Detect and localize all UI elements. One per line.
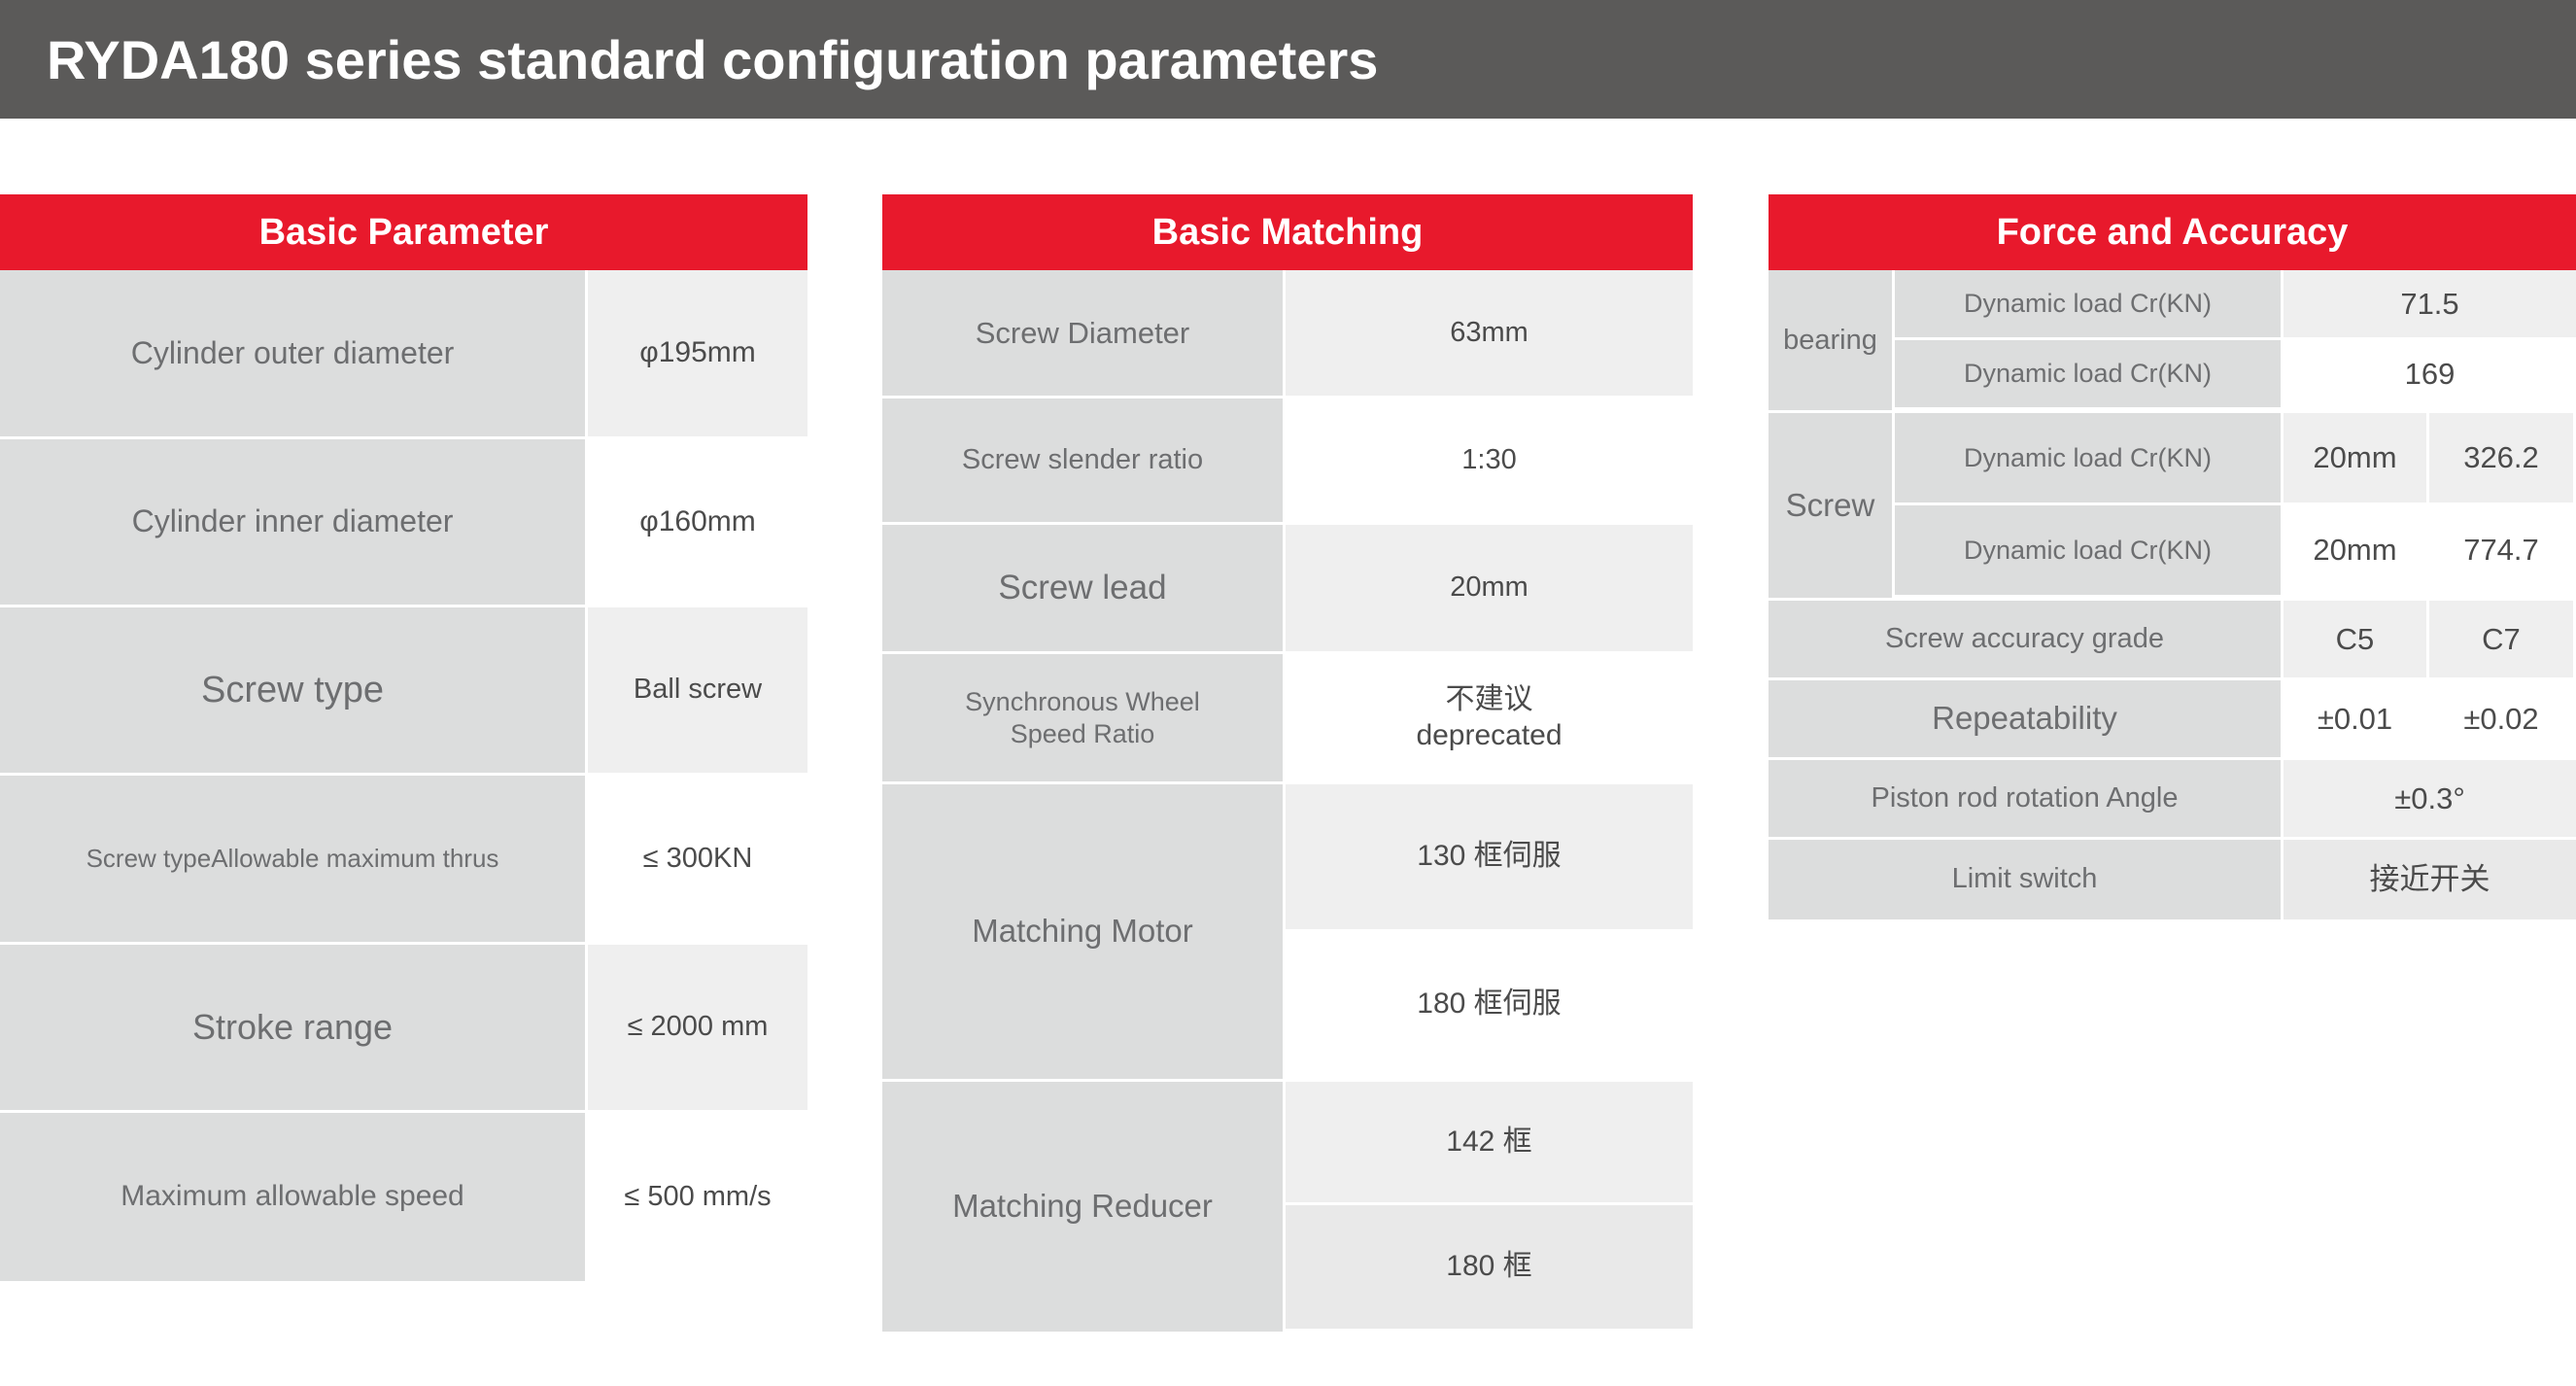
row-label: Screw lead [882,525,1286,654]
row-value-b: ±0.02 [2429,680,2573,760]
row-value: 1:30 [1286,398,1693,525]
row-label: Stroke range [0,945,588,1113]
group-label: Screw [1769,413,1895,601]
row-value: 63mm [1286,270,1693,398]
row-label: Repeatability [1769,680,2284,760]
table-row: Limit switch 接近开关 [1769,840,2576,919]
row-label: Piston rod rotation Angle [1769,760,2284,840]
row-label: Dynamic load Cr(KN) [1895,270,2284,340]
table-header-basic-matching: Basic Matching [882,194,1693,270]
table-group-bearing: bearing Dynamic load Cr(KN) 71.5 Dynamic… [1769,270,2576,413]
table-body-basic-matching: Screw Diameter 63mm Screw slender ratio … [882,270,1693,1332]
table-row: Screw slender ratio 1:30 [882,398,1693,525]
row-label: Dynamic load Cr(KN) [1895,340,2284,410]
row-value: 71.5 [2284,270,2576,340]
row-value: Ball screw [588,607,807,776]
table-row: Dynamic load Cr(KN) 71.5 [1895,270,2576,340]
group-label: bearing [1769,270,1895,413]
row-value-a: 20mm [2284,413,2429,505]
page-title-rest: series standard configuration parameters [290,28,1379,90]
table-force-and-accuracy: Force and Accuracy bearing Dynamic load … [1769,194,2576,919]
table-row: Repeatability ±0.01 ±0.02 [1769,680,2576,760]
page-title-bar: RYDA180 series standard configuration pa… [0,0,2576,119]
table-row: Piston rod rotation Angle ±0.3° [1769,760,2576,840]
table-row: Dynamic load Cr(KN) 20mm 774.7 [1895,505,2576,598]
row-label: Matching Motor [882,784,1286,1082]
table-row: Screw accuracy grade C5 C7 [1769,601,2576,680]
row-value: ≤ 2000 mm [588,945,807,1113]
row-value: 接近开关 [2284,840,2576,919]
group-rows: Dynamic load Cr(KN) 20mm 326.2 Dynamic l… [1895,413,2576,601]
row-value: ≤ 300KN [588,776,807,945]
row-value-b: C7 [2429,601,2573,680]
row-value-line2: deprecated [1416,718,1563,751]
row-label: Maximum allowable speed [0,1113,588,1281]
table-row: Screw typeAllowable maximum thrus ≤ 300K… [0,776,807,945]
row-label: Screw typeAllowable maximum thrus [0,776,588,945]
row-value-group: 142 框 180 框 [1286,1082,1693,1332]
row-value-a: ±0.01 [2284,680,2429,760]
row-label: Dynamic load Cr(KN) [1895,505,2284,598]
table-row: Dynamic load Cr(KN) 169 [1895,340,2576,410]
table-row: Dynamic load Cr(KN) 20mm 326.2 [1895,413,2576,505]
table-row: Maximum allowable speed ≤ 500 mm/s [0,1113,807,1281]
row-label: Cylinder outer diameter [0,270,588,439]
row-label: Screw Diameter [882,270,1286,398]
row-value: 20mm [1286,525,1693,654]
row-label-line1: Synchronous Wheel [965,686,1200,716]
table-row: Cylinder inner diameter φ160mm [0,439,807,607]
row-value-group: 130 框伺服 180 框伺服 [1286,784,1693,1082]
row-value: 180 框 [1286,1205,1693,1329]
row-label: Limit switch [1769,840,2284,919]
table-row: Screw Diameter 63mm [882,270,1693,398]
row-value: 169 [2284,340,2576,410]
row-value: φ160mm [588,439,807,607]
table-body-force-and-accuracy: bearing Dynamic load Cr(KN) 71.5 Dynamic… [1769,270,2576,919]
row-value-line1: 不建议 [1445,682,1533,715]
row-value-b: 326.2 [2429,413,2573,505]
group-rows: Dynamic load Cr(KN) 71.5 Dynamic load Cr… [1895,270,2576,413]
row-value: 180 框伺服 [1286,932,1693,1079]
row-label: Dynamic load Cr(KN) [1895,413,2284,505]
page-title-model: RYDA180 [47,28,291,90]
row-label: Synchronous Wheel Speed Ratio [882,654,1286,784]
row-label: Screw accuracy grade [1769,601,2284,680]
table-row: Matching Motor 130 框伺服 180 框伺服 [882,784,1693,1082]
table-basic-parameter: Basic Parameter Cylinder outer diameter … [0,194,807,1281]
table-row: Synchronous Wheel Speed Ratio 不建议 deprec… [882,654,1693,784]
row-value-a: 20mm [2284,505,2429,598]
table-row: Screw type Ball screw [0,607,807,776]
table-group-screw: Screw Dynamic load Cr(KN) 20mm 326.2 Dyn… [1769,413,2576,601]
row-value: φ195mm [588,270,807,439]
row-label-line2: Speed Ratio [1010,718,1155,748]
row-value: ≤ 500 mm/s [588,1113,807,1281]
row-label: Screw slender ratio [882,398,1286,525]
row-value-a: C5 [2284,601,2429,680]
row-value-b: 774.7 [2429,505,2573,598]
table-row: Screw lead 20mm [882,525,1693,654]
row-label: Matching Reducer [882,1082,1286,1332]
table-row: Matching Reducer 142 框 180 框 [882,1082,1693,1332]
table-row: Stroke range ≤ 2000 mm [0,945,807,1113]
row-label: Cylinder inner diameter [0,439,588,607]
page-title: RYDA180 series standard configuration pa… [47,28,1378,91]
row-value: 不建议 deprecated [1286,654,1693,784]
table-body-basic-parameter: Cylinder outer diameter φ195mm Cylinder … [0,270,807,1281]
row-value: ±0.3° [2284,760,2576,840]
row-label: Screw type [0,607,588,776]
row-value: 130 框伺服 [1286,784,1693,932]
table-row: Cylinder outer diameter φ195mm [0,270,807,439]
table-header-force-and-accuracy: Force and Accuracy [1769,194,2576,270]
row-value: 142 框 [1286,1082,1693,1205]
table-header-basic-parameter: Basic Parameter [0,194,807,270]
table-basic-matching: Basic Matching Screw Diameter 63mm Screw… [882,194,1693,1332]
